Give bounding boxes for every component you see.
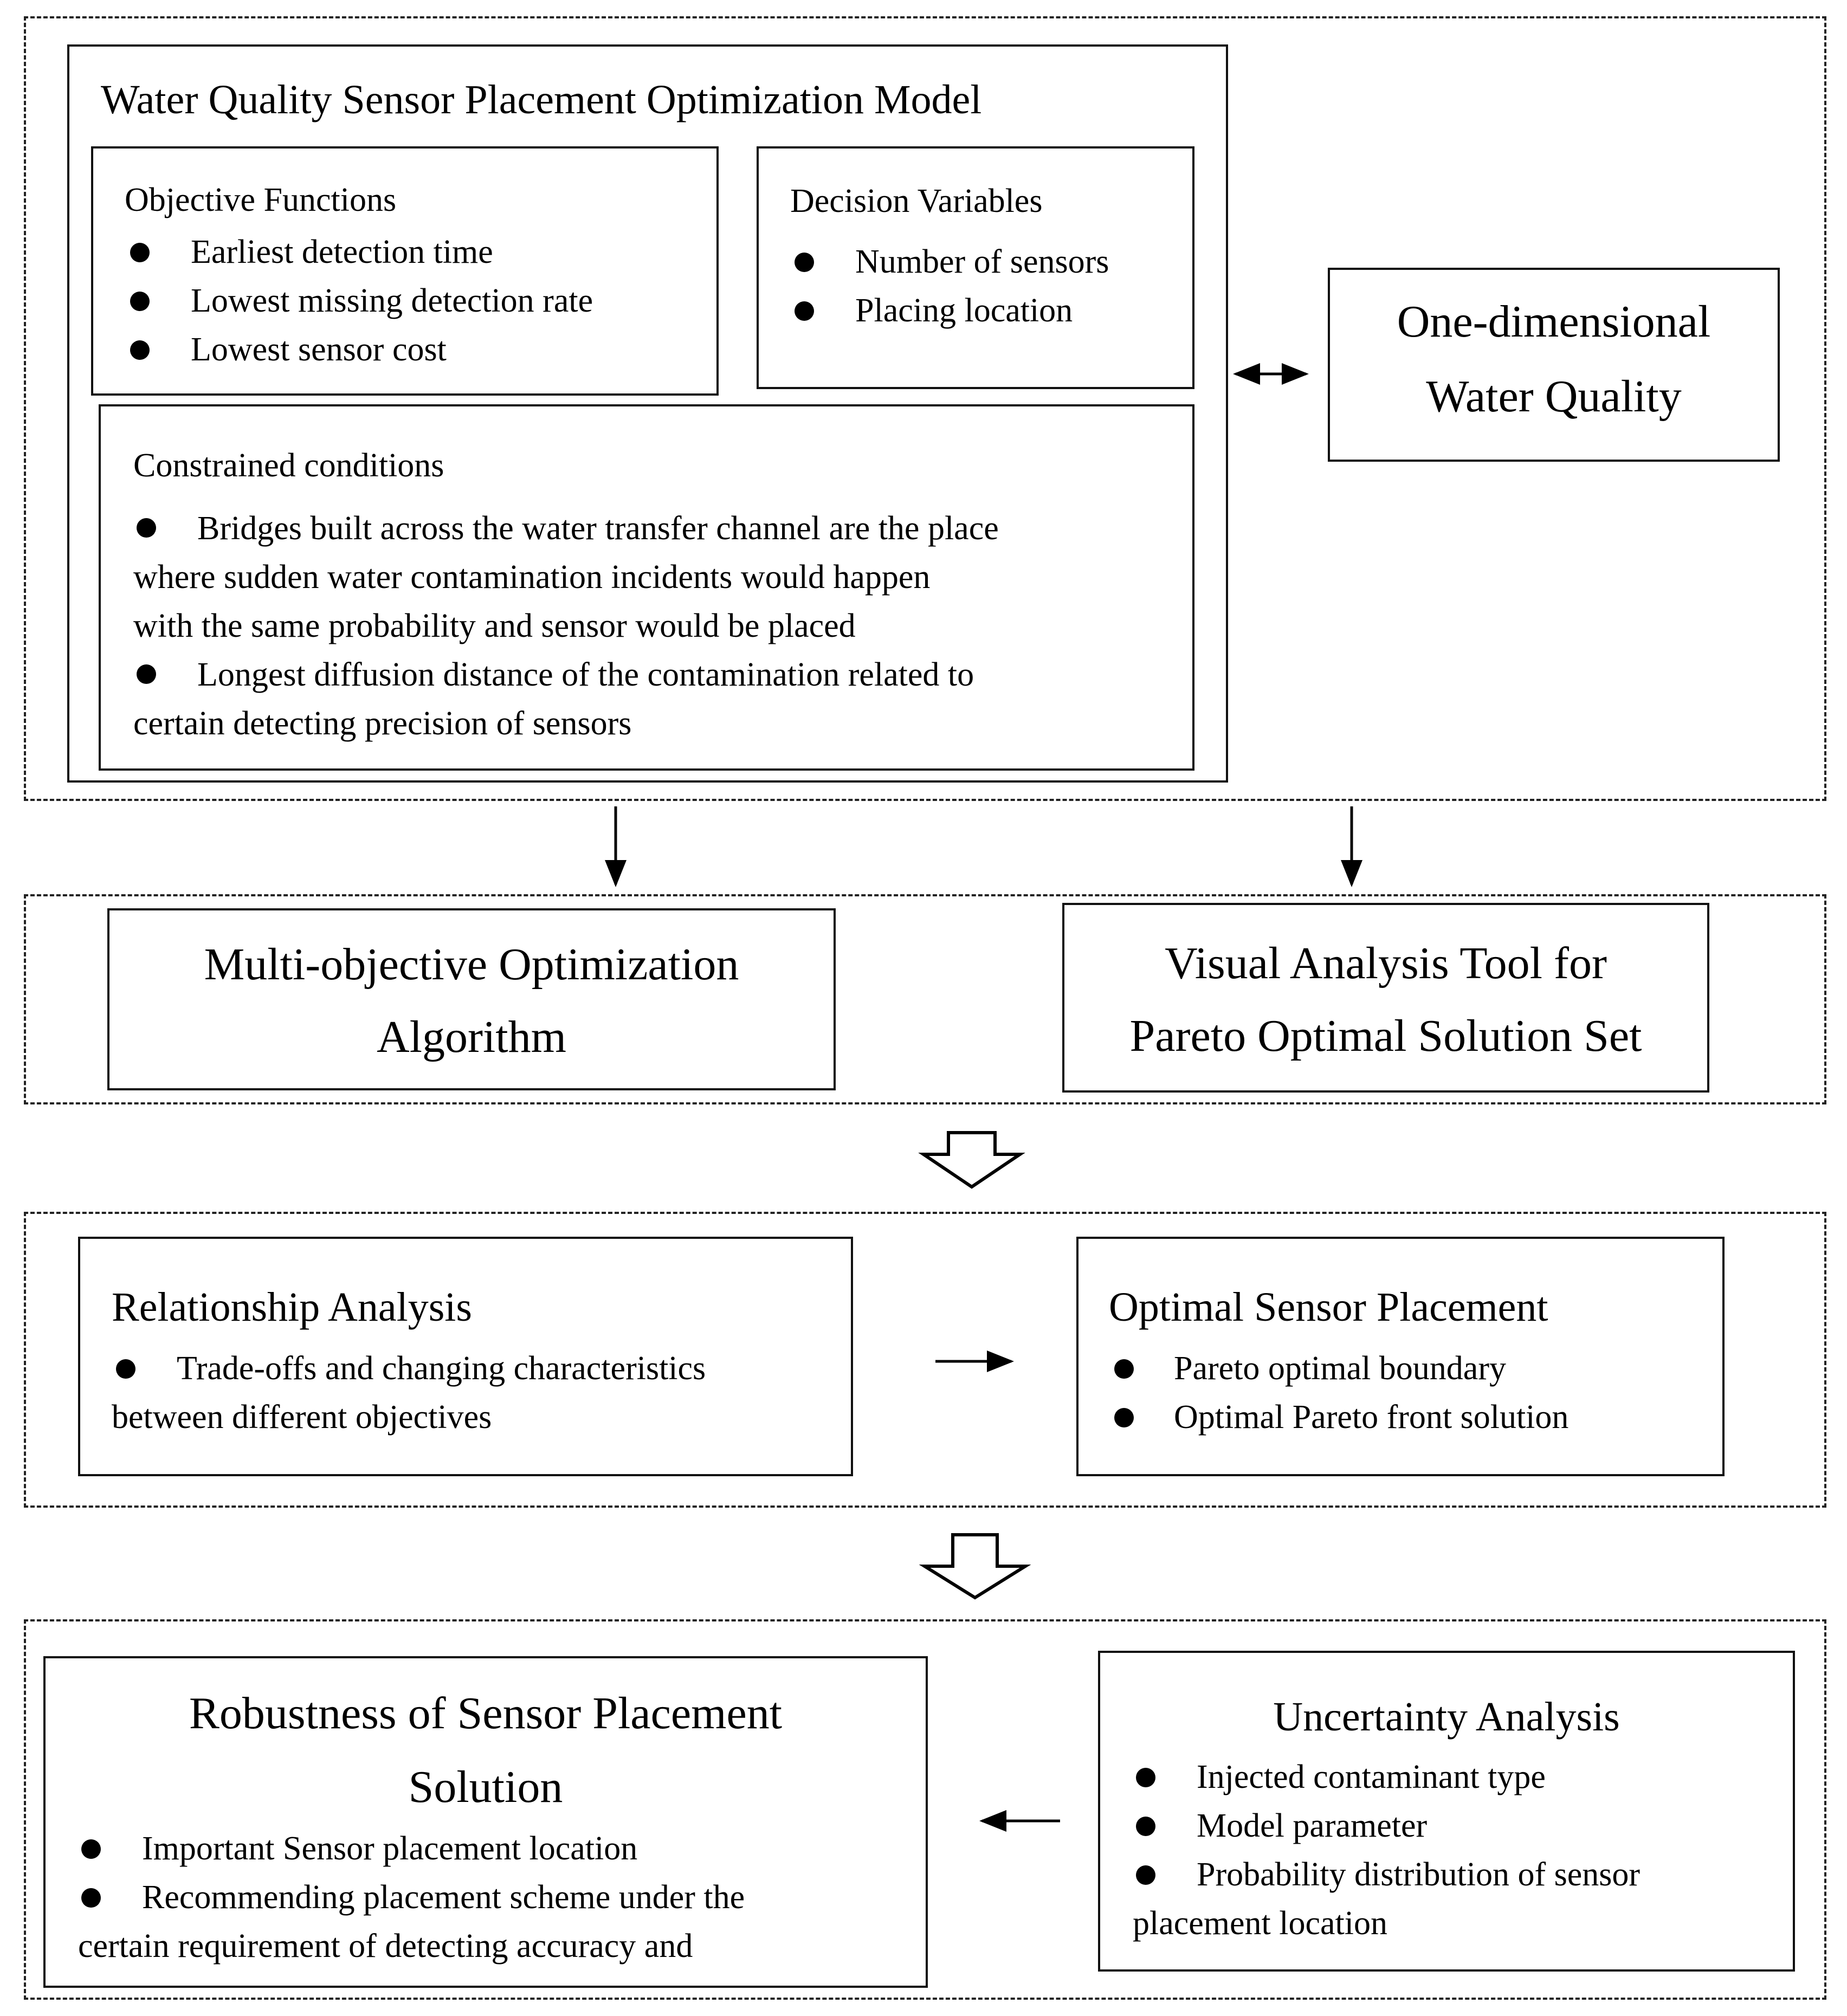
decision-item: Placing location (855, 292, 1073, 329)
constrained-conditions-box (99, 404, 1194, 771)
robustness-item: certain requirement of detecting accurac… (78, 1928, 693, 1965)
decision-item: Number of sensors (855, 243, 1109, 280)
bullet (137, 664, 156, 684)
robustness-heading: Solution (408, 1762, 563, 1812)
bullet (130, 292, 150, 311)
hollow-down-arrow (918, 1131, 1025, 1189)
bullet (1136, 1768, 1155, 1787)
constraint-text: Longest diffusion distance of the contam… (197, 656, 974, 693)
optimization-model-title: Water Quality Sensor Placement Optimizat… (101, 77, 982, 122)
robustness-box (43, 1656, 928, 1988)
objective-item: Lowest sensor cost (191, 331, 447, 368)
optimization-algorithm-label: Multi-objective Optimization (204, 939, 739, 990)
objective-functions-box (91, 146, 719, 396)
bullet (116, 1359, 135, 1379)
constraint-text: certain detecting precision of sensors (133, 705, 632, 742)
bullet (137, 518, 156, 538)
relationship-text: Trade-offs and changing characteristics (177, 1350, 706, 1387)
uncertainty-analysis-box (1098, 1651, 1795, 1972)
decision-variables-heading: Decision Variables (790, 183, 1043, 219)
uncertainty-item: Injected contaminant type (1197, 1759, 1546, 1795)
model-group (24, 16, 1826, 801)
optimal-item: Optimal Pareto front solution (1174, 1399, 1569, 1436)
robustness-heading: Robustness of Sensor Placement (189, 1688, 783, 1739)
bullet (1136, 1865, 1155, 1885)
bullet (1114, 1359, 1134, 1379)
uncertainty-item: Model parameter (1197, 1807, 1428, 1844)
water-quality-box (1328, 268, 1780, 462)
bullet (130, 243, 150, 262)
relationship-text: between different objectives (112, 1399, 492, 1436)
robustness-item: Important Sensor placement location (142, 1830, 638, 1867)
optimal-sensor-placement-heading: Optimal Sensor Placement (1109, 1284, 1548, 1330)
water-quality-label: One-dimensional (1397, 296, 1711, 347)
bullet (1114, 1408, 1134, 1427)
uncertainty-item: placement location (1133, 1905, 1387, 1942)
constrained-conditions-heading: Constrained conditions (133, 447, 444, 484)
constraint-text: Bridges built across the water transfer … (197, 510, 999, 547)
relationship-analysis-heading: Relationship Analysis (112, 1284, 472, 1330)
bullet (130, 340, 150, 360)
bullet (81, 1839, 101, 1859)
objective-item: Lowest missing detection rate (191, 282, 593, 319)
hollow-down-arrow (919, 1533, 1031, 1600)
constraint-text: where sudden water contamination inciden… (133, 559, 931, 596)
optimal-sensor-placement-box (1076, 1237, 1725, 1476)
visual-analysis-tool-label: Pareto Optimal Solution Set (1129, 1011, 1642, 1061)
optimal-item: Pareto optimal boundary (1174, 1350, 1506, 1387)
uncertainty-analysis-heading: Uncertainty Analysis (1273, 1694, 1620, 1740)
optimization-algorithm-label: Algorithm (377, 1012, 566, 1062)
visual-analysis-tool-box (1062, 903, 1709, 1093)
results-group (24, 1212, 1826, 1508)
visual-analysis-tool-label: Visual Analysis Tool for (1165, 938, 1607, 988)
objective-item: Earliest detection time (191, 234, 493, 270)
analysis-tools-group (24, 894, 1826, 1104)
robustness-item: Recommending placement scheme under the (142, 1879, 745, 1916)
bullet (795, 253, 814, 272)
objective-functions-heading: Objective Functions (125, 182, 397, 218)
uncertainty-item: Probability distribution of sensor (1197, 1856, 1641, 1893)
constraint-text: with the same probability and sensor wou… (133, 608, 856, 644)
bullet (1136, 1817, 1155, 1836)
water-quality-label: Water Quality (1426, 371, 1682, 422)
decision-variables-box (757, 146, 1194, 389)
bullet (795, 301, 814, 321)
bullet (81, 1888, 101, 1908)
optimization-algorithm-box (107, 908, 836, 1090)
relationship-analysis-box (78, 1237, 853, 1476)
robustness-group (24, 1619, 1826, 2000)
